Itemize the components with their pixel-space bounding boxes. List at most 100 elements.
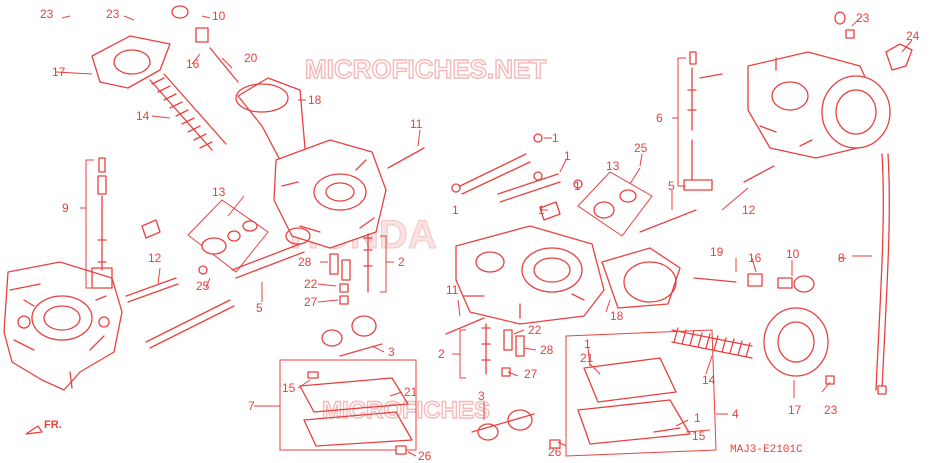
callout-6: 6 xyxy=(656,111,663,125)
right-carburetor-body xyxy=(747,51,891,159)
part-10-cap-left xyxy=(171,5,189,19)
part-17-cover-left xyxy=(91,35,171,89)
callout-11: 11 xyxy=(410,117,423,131)
part-18-funnel-left xyxy=(235,77,307,161)
callout-2: 2 xyxy=(398,255,405,269)
part-16-fitting-right xyxy=(747,273,763,287)
part-11-left-screw xyxy=(387,147,425,169)
part-18-funnel-center xyxy=(601,247,681,309)
callout-12: 12 xyxy=(742,203,756,217)
part-12-left-shaft xyxy=(125,277,179,303)
direction-label: FR. xyxy=(44,419,62,431)
part-11-center-screw xyxy=(445,317,485,335)
part-10-cap-right xyxy=(793,275,815,293)
part-6-jet-assembly xyxy=(683,51,723,191)
part-16-fitting-left xyxy=(195,27,209,43)
part-left-fitting xyxy=(141,219,161,239)
callout-24: 24 xyxy=(906,29,920,43)
callout-26: 26 xyxy=(418,449,432,463)
diagram-code: MAJ3-E2101C xyxy=(730,444,803,456)
callout-1: 1 xyxy=(538,203,545,217)
callout-14: 14 xyxy=(136,109,150,123)
part-14-spring-left xyxy=(149,73,227,151)
watermark-top: MICROFICHES.NET xyxy=(305,54,546,84)
part-12-right-screw xyxy=(743,165,775,183)
callout-9: 9 xyxy=(62,201,69,215)
part-28-center xyxy=(515,335,525,357)
part-27-left xyxy=(339,295,349,305)
callout-23: 23 xyxy=(856,11,870,25)
part-3-floats-left xyxy=(321,315,383,357)
part-17-cover-right xyxy=(763,307,829,377)
callout-8: 8 xyxy=(838,251,845,265)
part-20-pin xyxy=(209,47,239,83)
part-3-floats-center xyxy=(471,409,535,441)
part-center-pipe-upper xyxy=(459,153,531,195)
callout-10: 10 xyxy=(212,9,226,23)
callout-25: 25 xyxy=(196,279,210,293)
left-carburetor-body xyxy=(3,261,123,391)
callout-19: 19 xyxy=(710,245,724,259)
part-15-center-screw xyxy=(653,427,681,433)
part-4-float-chamber xyxy=(565,329,717,457)
callout-27: 27 xyxy=(524,367,538,381)
callout-13: 13 xyxy=(606,159,620,173)
part-13-center xyxy=(577,171,653,237)
callout-23: 23 xyxy=(40,7,54,21)
callout-28: 28 xyxy=(298,255,312,269)
callout-25: 25 xyxy=(634,141,648,155)
part-26-left-screw xyxy=(395,445,407,455)
callout-17: 17 xyxy=(52,65,66,79)
callout-1: 1 xyxy=(574,179,581,193)
callout-1: 1 xyxy=(584,337,591,351)
callout-15: 15 xyxy=(692,429,706,443)
part-22-left xyxy=(339,283,349,293)
part-24-clip xyxy=(885,43,913,71)
callout-16: 16 xyxy=(186,57,200,71)
part-7-float-chamber xyxy=(279,359,417,451)
part-13-left xyxy=(187,199,269,273)
part-19-pin xyxy=(693,277,737,283)
callout-2: 2 xyxy=(438,347,445,361)
callout-28: 28 xyxy=(540,343,554,357)
part-5-center-screw xyxy=(639,209,697,233)
callout-18: 18 xyxy=(610,309,624,323)
callout-1: 1 xyxy=(552,131,559,145)
part-14-spring-right xyxy=(671,327,753,359)
callout-12: 12 xyxy=(148,251,162,265)
callout-15: 15 xyxy=(282,381,296,395)
callout-1: 1 xyxy=(694,411,701,425)
callout-3: 3 xyxy=(478,389,485,403)
callout-22: 22 xyxy=(304,277,318,291)
part-27-center xyxy=(501,367,511,377)
callout-1: 1 xyxy=(564,149,571,163)
callout-5: 5 xyxy=(668,179,675,193)
callout-22: 22 xyxy=(528,323,542,337)
direction-arrow-icon xyxy=(25,425,43,435)
callout-4: 4 xyxy=(732,407,739,421)
part-2-left-jet xyxy=(363,233,373,293)
callout-11: 11 xyxy=(446,283,459,297)
part-8-fuel-line xyxy=(875,153,890,395)
callout-21: 21 xyxy=(580,351,594,365)
callout-20: 20 xyxy=(244,51,258,65)
callout-13: 13 xyxy=(212,185,226,199)
callout-23: 23 xyxy=(106,7,120,21)
part-26-center-screw xyxy=(549,439,561,449)
part-9-jet-assembly xyxy=(91,157,113,289)
callout-3: 3 xyxy=(388,345,395,359)
center-left-carburetor-body xyxy=(273,139,387,249)
part-5-left-screw xyxy=(231,243,305,279)
part-28-left xyxy=(329,253,339,275)
callout-16: 16 xyxy=(748,251,762,265)
callout-10: 10 xyxy=(786,247,800,261)
callout-23: 23 xyxy=(824,403,838,417)
part-1-left-pipe xyxy=(145,299,235,349)
callout-7: 7 xyxy=(248,399,255,413)
callout-21: 21 xyxy=(404,385,418,399)
callout-18: 18 xyxy=(308,93,322,107)
center-carburetor-body xyxy=(455,225,605,325)
callout-1: 1 xyxy=(452,203,459,217)
